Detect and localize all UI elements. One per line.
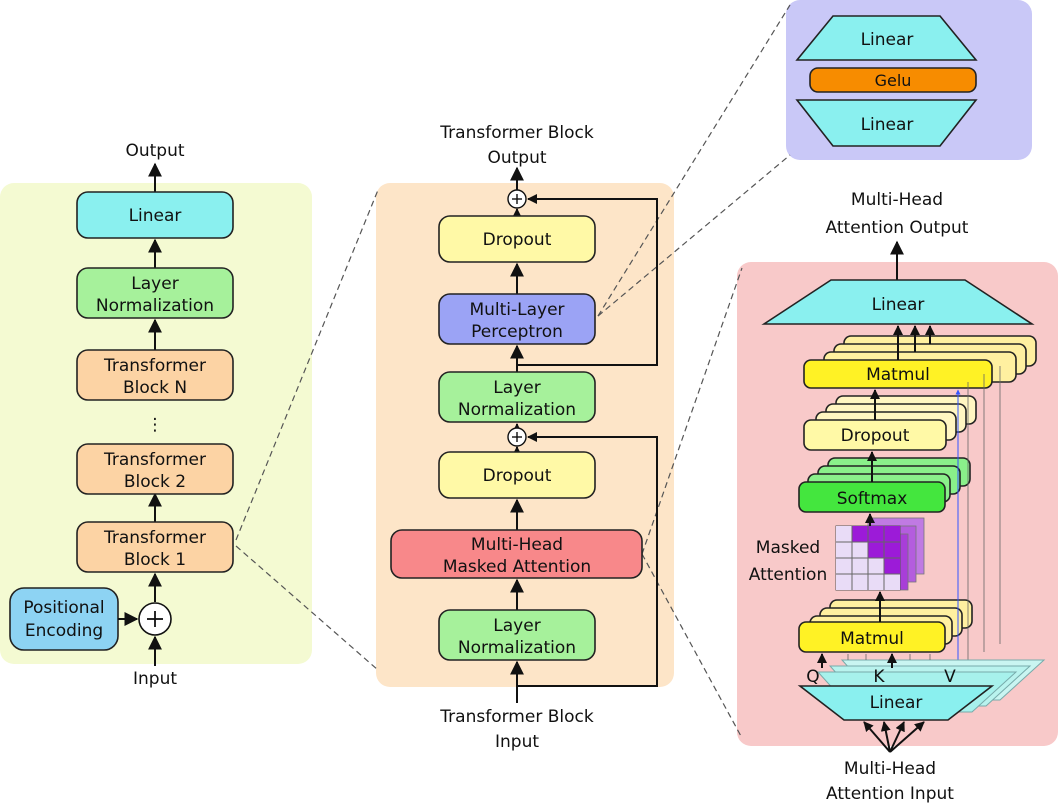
softmax-label: Softmax	[837, 489, 908, 509]
arrow	[889, 721, 905, 753]
positional-encoding-label: Positional	[23, 598, 104, 618]
linear-top-trapezoid	[795, 15, 978, 61]
transformer-block-n-label: Transformer	[103, 356, 206, 376]
block-output-label: Transformer Block	[439, 123, 594, 143]
attention-output-label: Attention Output	[826, 218, 969, 238]
mlp-linear-bottom-label: Linear	[861, 115, 914, 135]
masked-attention-label: Attention	[749, 565, 827, 585]
transformer-block-1-label: Block 1	[124, 550, 186, 570]
mlp-box	[438, 293, 596, 345]
attention-input-label: Multi-Head	[844, 759, 936, 779]
mask-grid-lines	[836, 526, 900, 590]
transformer-block-2-box	[76, 443, 234, 495]
attention-detail: Multi-Head Attention Output Linear Matmu…	[749, 190, 1046, 804]
arrow	[863, 721, 891, 753]
zoom-line	[641, 267, 743, 555]
block-output-label: Output	[487, 148, 546, 168]
mask-upper-triangle	[852, 526, 900, 574]
mlp-label: Perceptron	[471, 322, 563, 342]
block-input-label: Input	[495, 732, 539, 752]
dropout-bottom-label: Dropout	[483, 466, 552, 486]
gelu-box	[809, 67, 977, 93]
dropout-bottom-box	[438, 451, 596, 499]
masked-attention-label: Multi-Head	[471, 535, 563, 555]
decoder-stack: Output Linear Layer Normalization Transf…	[9, 141, 234, 689]
input-label: Input	[133, 669, 177, 689]
transformer-block-n-box	[76, 349, 234, 401]
attention-output-label: Multi-Head	[851, 190, 943, 210]
arrow	[880, 721, 891, 753]
zoom-line	[597, 154, 791, 317]
linear-input-trapezoid	[797, 685, 995, 721]
positional-encoding-label: Encoding	[25, 621, 103, 641]
layer-norm-label: Layer	[131, 274, 178, 294]
q-label: Q	[806, 667, 819, 687]
linear-output-trapezoid	[761, 279, 1035, 325]
linear-box	[76, 191, 234, 239]
arrow	[889, 721, 925, 753]
block-input-label: Transformer Block	[439, 707, 594, 727]
transformer-block-n-label: Block N	[123, 378, 187, 398]
v-label: V	[944, 667, 956, 687]
layer-norm-label: Normalization	[96, 296, 214, 316]
attention-input-label: Attention Input	[826, 784, 954, 804]
layer-norm-top-label: Layer	[493, 378, 540, 398]
layer-norm-bottom-box	[438, 609, 596, 661]
residual-connection	[517, 432, 658, 687]
matmul-bottom-label: Matmul	[840, 629, 904, 649]
mlp-label: Multi-Layer	[469, 300, 564, 320]
dropout-top-label: Dropout	[483, 230, 552, 250]
layer-norm-box	[76, 267, 234, 319]
mlp-detail: Linear Gelu Linear	[795, 15, 978, 147]
linear-label: Linear	[129, 206, 182, 226]
ellipsis: ⋮	[147, 415, 164, 435]
transformer-block-1-box	[76, 521, 234, 573]
attention-dropout-label: Dropout	[841, 426, 910, 446]
layer-norm-top-label: Normalization	[458, 400, 576, 420]
zoom-line	[235, 545, 379, 671]
matmul-top-label: Matmul	[866, 365, 930, 385]
gelu-label: Gelu	[875, 71, 912, 90]
zoom-line	[641, 553, 743, 739]
masked-attention-box	[390, 529, 643, 579]
attention-linear-bottom-label: Linear	[870, 693, 923, 713]
masked-attention-label: Masked Attention	[443, 557, 591, 577]
zoom-line	[597, 4, 791, 317]
transformer-block-detail: Transformer Block Output Dropout Multi-L…	[390, 123, 658, 752]
transformer-block-1-label: Transformer	[103, 528, 206, 548]
layer-norm-top-box	[438, 371, 596, 423]
zoom-line	[235, 189, 379, 541]
attention-linear-top-label: Linear	[872, 295, 925, 315]
transformer-block-2-label: Transformer	[103, 450, 206, 470]
output-label: Output	[125, 141, 184, 161]
linear-bottom-trapezoid	[795, 99, 978, 147]
layer-norm-bottom-label: Normalization	[458, 638, 576, 658]
mlp-linear-top-label: Linear	[861, 30, 914, 50]
residual-connection	[517, 194, 658, 366]
masked-attention-label: Masked	[756, 538, 820, 558]
matmul-bottom-box	[798, 621, 946, 653]
layer-norm-bottom-label: Layer	[493, 616, 540, 636]
dropout-top-box	[438, 215, 596, 263]
masked-attention-grid	[835, 517, 925, 591]
k-label: K	[873, 667, 885, 687]
transformer-block-2-label: Block 2	[124, 472, 186, 492]
